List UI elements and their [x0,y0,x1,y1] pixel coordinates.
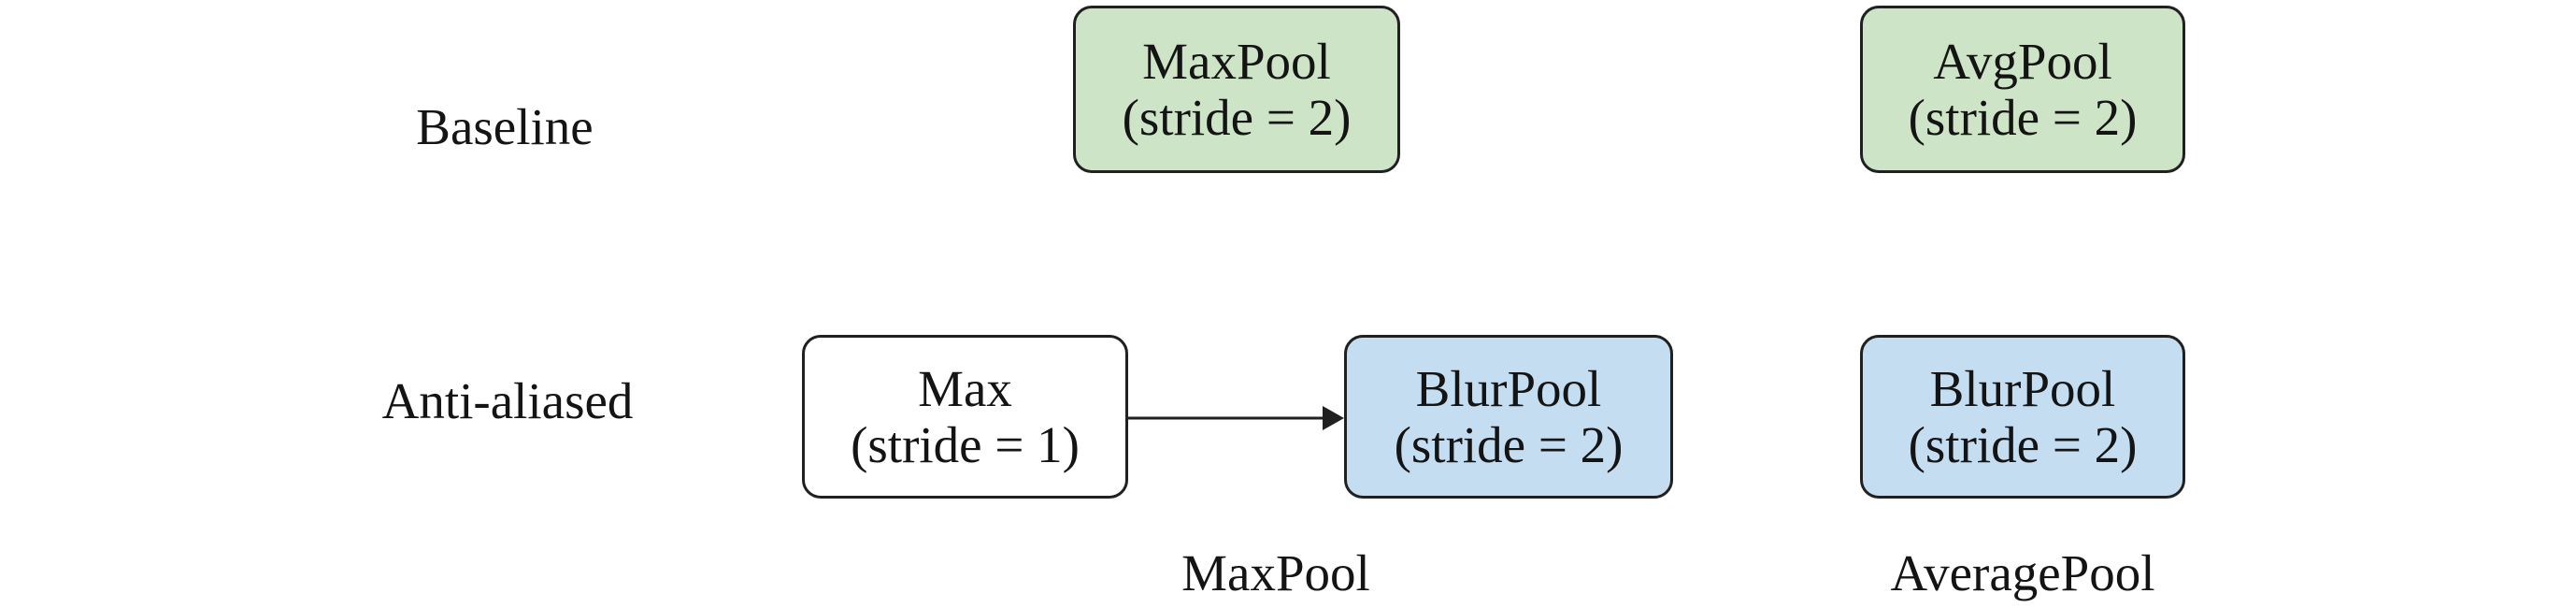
node-antialiased-blurpool-right-stride: (stride = 2) [1908,415,2138,473]
node-baseline-avgpool-title: AvgPool [1933,32,2112,90]
node-baseline-maxpool-title: MaxPool [1142,32,1331,90]
node-baseline-avgpool: AvgPool (stride = 2) [1860,6,2185,173]
row-label-anti-aliased: Anti-aliased [381,372,634,429]
node-antialiased-blurpool-left-stride: (stride = 2) [1394,415,1624,473]
arrow-max-to-blurpool [1128,406,1344,430]
arrowhead-icon [1323,406,1344,430]
node-baseline-avgpool-stride: (stride = 2) [1908,88,2138,146]
column-label-maxpool: MaxPool [1181,544,1370,601]
node-antialiased-max: Max (stride = 1) [802,335,1128,499]
node-antialiased-blurpool-left: BlurPool (stride = 2) [1344,335,1673,499]
row-label-baseline: Baseline [416,98,594,155]
node-antialiased-blurpool-left-title: BlurPool [1415,359,1602,417]
node-antialiased-max-title: Max [918,359,1012,417]
node-baseline-maxpool: MaxPool (stride = 2) [1073,6,1400,173]
node-baseline-maxpool-stride: (stride = 2) [1122,88,1352,146]
node-antialiased-blurpool-right-title: BlurPool [1929,359,2116,417]
node-antialiased-max-stride: (stride = 1) [851,415,1080,473]
node-antialiased-blurpool-right: BlurPool (stride = 2) [1860,335,2185,499]
column-label-averagepool: AveragePool [1890,544,2155,601]
